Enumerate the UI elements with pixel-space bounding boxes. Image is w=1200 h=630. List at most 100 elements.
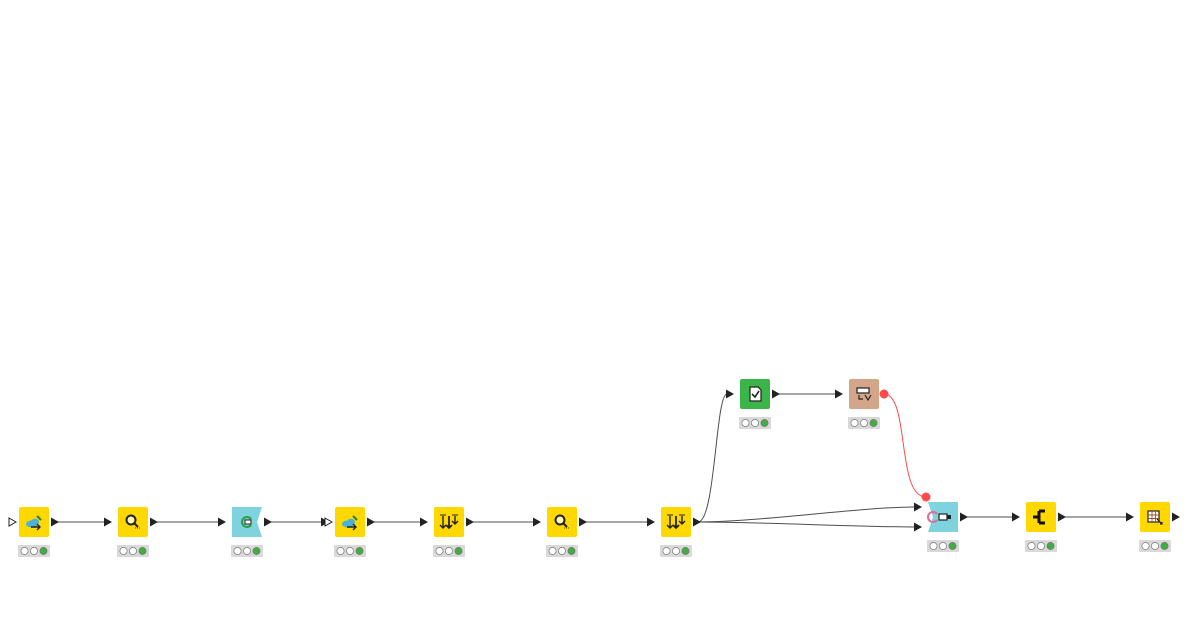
output-port-arrow[interactable] — [150, 517, 158, 527]
output-port-arrow[interactable] — [1058, 512, 1066, 522]
node-status-indicator — [1139, 540, 1171, 552]
status-light-executed — [869, 419, 878, 427]
status-light-inactive — [129, 547, 137, 555]
node-layer — [8, 379, 1180, 557]
node-sorter-2[interactable] — [660, 507, 701, 557]
status-light-executed — [1046, 542, 1055, 550]
node-body[interactable] — [1026, 502, 1056, 532]
status-light-inactive — [336, 547, 345, 555]
node-document-check[interactable] — [739, 379, 780, 429]
status-light-inactive — [30, 547, 38, 555]
input-port-arrow[interactable] — [647, 517, 655, 527]
node-body[interactable] — [849, 379, 879, 409]
loop-end-icon — [927, 511, 951, 523]
status-light-inactive — [1141, 542, 1150, 550]
connection-n7-n10-port1[interactable] — [697, 521, 916, 528]
connection-n7-n10-port0[interactable] — [697, 506, 916, 523]
node-loop-end[interactable] — [927, 502, 968, 552]
connection-layer — [56, 389, 1134, 532]
node-status-indicator — [18, 545, 50, 557]
input-port-arrow[interactable] — [1126, 512, 1134, 522]
node-loop-start[interactable] — [231, 507, 272, 557]
sort-down-icon — [439, 514, 459, 530]
node-sorter-1[interactable] — [433, 507, 474, 557]
status-light-executed — [454, 547, 463, 555]
node-status-indicator — [660, 545, 692, 557]
variable-output-icon — [856, 387, 872, 402]
status-light-executed — [760, 419, 769, 427]
status-light-executed — [252, 547, 261, 555]
input-port-arrow[interactable] — [835, 389, 843, 399]
status-light-inactive — [548, 547, 557, 555]
document-check-icon — [749, 386, 762, 402]
node-inspector-1[interactable] — [117, 507, 158, 557]
output-port-arrow[interactable] — [579, 517, 587, 527]
status-light-inactive — [1151, 542, 1159, 550]
node-cloud-connector-1[interactable] — [8, 507, 59, 557]
status-light-executed — [948, 542, 957, 550]
status-light-inactive — [243, 547, 251, 555]
input-port-arrow[interactable] — [726, 389, 734, 399]
connection-n9-n10[interactable] — [883, 393, 927, 498]
node-status-indicator — [334, 545, 366, 557]
status-light-inactive — [751, 419, 759, 427]
output-port-arrow[interactable] — [1172, 512, 1180, 522]
status-light-executed — [681, 547, 690, 555]
optional-input-port[interactable] — [8, 517, 18, 527]
node-status-indicator — [546, 545, 578, 557]
node-table-writer[interactable] — [1139, 502, 1180, 552]
magnifier-icon — [125, 514, 141, 529]
input-port-arrow[interactable] — [104, 517, 112, 527]
output-port-arrow[interactable] — [264, 517, 272, 527]
node-cloud-connector-2[interactable] — [324, 507, 375, 557]
cloud-arrow-icon — [342, 515, 358, 531]
node-status-indicator — [231, 545, 263, 557]
cloud-arrow-icon — [26, 515, 42, 531]
node-column-splitter[interactable] — [1025, 502, 1066, 552]
output-port-arrow[interactable] — [367, 517, 375, 527]
node-status-indicator — [1025, 540, 1057, 552]
status-light-inactive — [233, 547, 242, 555]
input-port-arrow[interactable] — [218, 517, 226, 527]
variable-in-port[interactable] — [921, 492, 931, 502]
status-light-inactive — [346, 547, 354, 555]
status-light-inactive — [558, 547, 566, 555]
status-light-inactive — [860, 419, 868, 427]
status-light-executed — [138, 547, 147, 555]
node-status-indicator — [117, 545, 149, 557]
variable-out-port[interactable] — [879, 389, 889, 399]
status-light-inactive — [1037, 542, 1045, 550]
output-port-arrow[interactable] — [466, 517, 474, 527]
output-port-arrow[interactable] — [693, 517, 701, 527]
node-status-indicator — [927, 540, 959, 552]
node-status-indicator — [848, 417, 880, 429]
node-table-to-variable[interactable] — [848, 379, 880, 429]
status-light-inactive — [20, 547, 29, 555]
input-port-arrow[interactable] — [533, 517, 541, 527]
output-port-arrow[interactable] — [772, 389, 780, 399]
column-split-icon — [1033, 509, 1045, 525]
node-status-indicator — [433, 545, 465, 557]
status-light-executed — [39, 547, 48, 555]
connection-n7-n8[interactable] — [697, 393, 728, 523]
input-port-arrow[interactable] — [420, 517, 428, 527]
input-port-arrow[interactable] — [914, 502, 922, 512]
output-port-arrow[interactable] — [51, 517, 59, 527]
status-light-inactive — [1027, 542, 1036, 550]
node-status-indicator — [739, 417, 771, 429]
status-light-executed — [355, 547, 364, 555]
status-light-inactive — [672, 547, 680, 555]
status-light-inactive — [119, 547, 128, 555]
input-port-arrow[interactable] — [914, 522, 922, 532]
magnifier-icon — [554, 514, 570, 529]
status-light-inactive — [850, 419, 859, 427]
status-light-inactive — [741, 419, 750, 427]
status-light-inactive — [445, 547, 453, 555]
node-inspector-2[interactable] — [546, 507, 587, 557]
optional-input-port[interactable] — [324, 517, 334, 527]
status-light-inactive — [662, 547, 671, 555]
output-port-arrow[interactable] — [960, 512, 968, 522]
status-light-executed — [1160, 542, 1169, 550]
input-port-arrow[interactable] — [1012, 512, 1020, 522]
